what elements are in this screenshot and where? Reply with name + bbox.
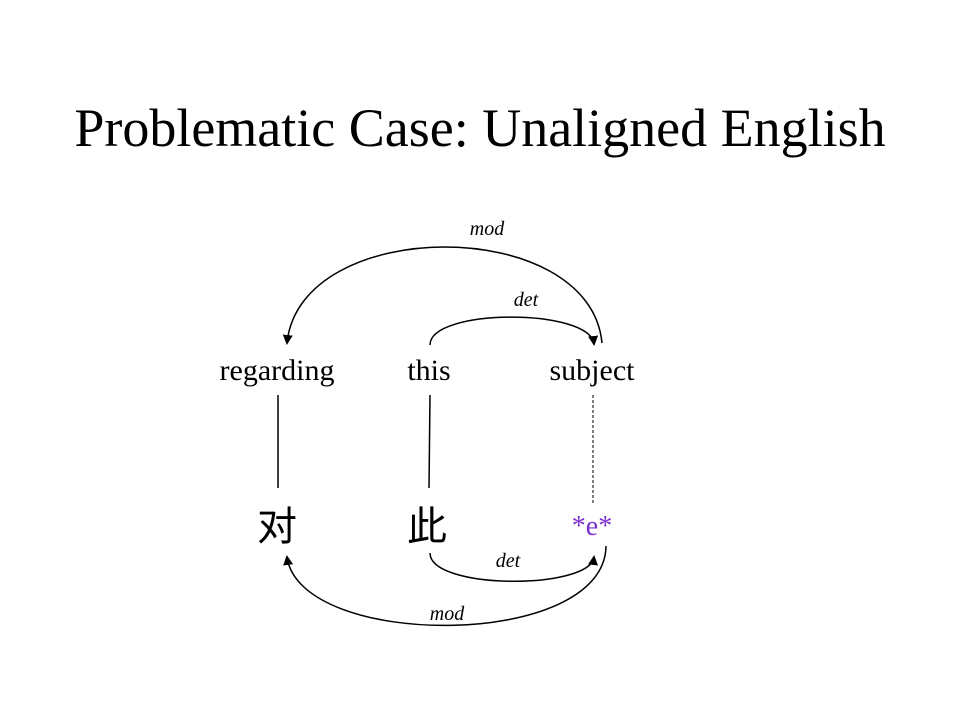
alignment-link-this-ci: [428, 394, 431, 489]
english-word-subject: subject: [550, 354, 636, 387]
top-det-label: det: [514, 289, 539, 311]
chinese-word-dui: 对: [257, 504, 297, 550]
english-word-regarding: regarding: [220, 354, 335, 387]
chinese-word-ci: 此: [407, 504, 447, 550]
bottom-mod-label: mod: [430, 603, 465, 625]
slide-title: Problematic Case: Unaligned English: [74, 98, 886, 158]
top-mod-arc: [282, 246, 603, 345]
top-mod-label: mod: [470, 218, 505, 240]
bottom-mod-arc: [283, 545, 607, 627]
chinese-empty-token: *e*: [572, 511, 612, 542]
english-word-this: this: [407, 354, 450, 387]
top-det-arc: [429, 316, 599, 346]
bottom-det-label: det: [496, 550, 521, 572]
bottom-det-arc: [429, 552, 598, 582]
